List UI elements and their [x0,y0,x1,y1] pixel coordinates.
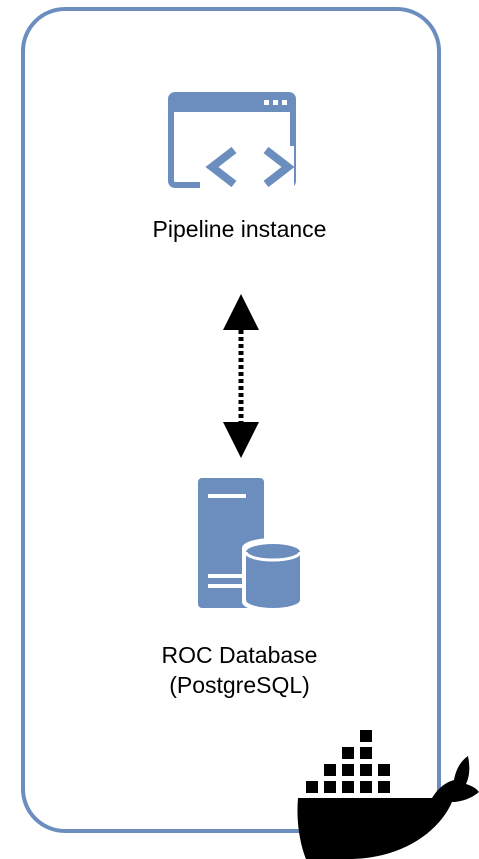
docker-container-boundary [21,7,441,833]
database-server-icon [198,478,304,612]
pipeline-instance-label: Pipeline instance [152,216,327,242]
database-name: ROC Database [161,642,318,668]
docker-logo [297,730,479,859]
database-engine: (PostgreSQL) [169,672,310,698]
code-window-icon [168,92,296,188]
roc-database-label: ROC Database (PostgreSQL) [0,640,479,700]
bidirectional-arrow [223,294,259,458]
